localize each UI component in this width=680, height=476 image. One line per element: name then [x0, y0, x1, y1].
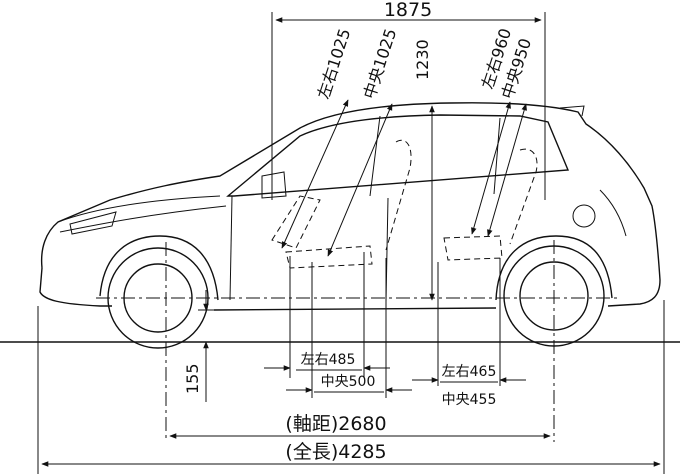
rear-seat-side-label: 左右465 [442, 364, 497, 380]
car-body [39, 102, 661, 311]
front-seat-center-label: 中央500 [321, 374, 376, 390]
front-headroom-side-label: 左右1025 [314, 26, 355, 101]
front-headroom-side-line [281, 99, 349, 249]
front-seat-side-label: 左右485 [301, 352, 356, 368]
rear-headroom-side-line [471, 101, 511, 235]
wheelbase-label: (軸距)2680 [285, 413, 386, 435]
overall-length-label: (全長)4285 [285, 441, 386, 463]
interior-height-label: 1230 [413, 39, 432, 80]
front-headroom-center-line [327, 103, 393, 257]
ground-clearance-label: 155 [183, 363, 202, 394]
rear-seat-center-label: 中央455 [442, 392, 497, 408]
front-wheel [99, 235, 219, 349]
front-headroom-center-label: 中央1025 [360, 26, 401, 101]
interior-length-label: 1875 [384, 0, 432, 21]
rear-headroom-center-line [487, 103, 527, 237]
